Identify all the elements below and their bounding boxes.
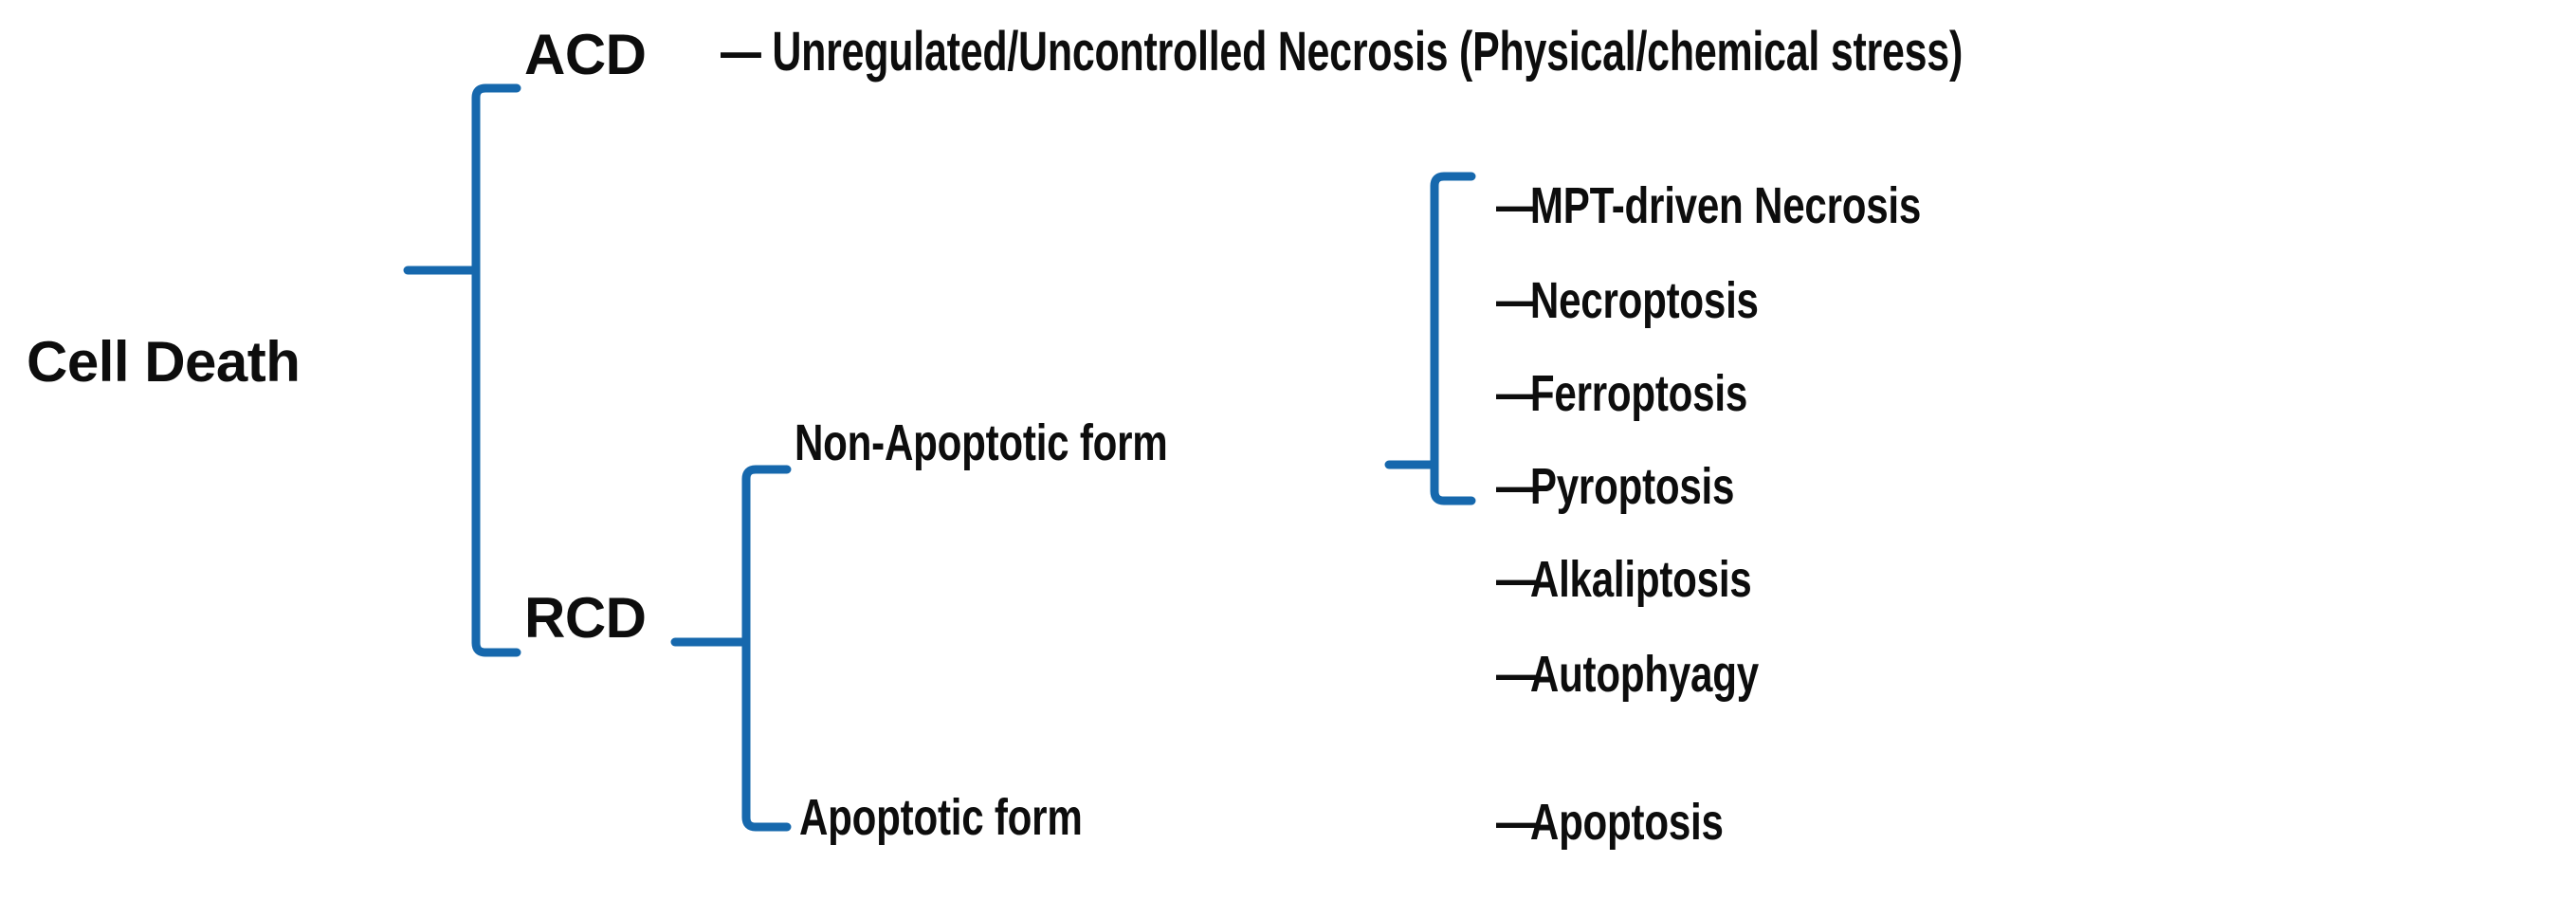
leaf-label: Ferroptosis xyxy=(1529,365,1748,422)
leaf-autophyagy[interactable]: —Autophyagy xyxy=(1496,649,1833,700)
leaf-apoptosis[interactable]: —Apoptosis xyxy=(1496,797,1787,848)
leaf-dash-icon: — xyxy=(1496,646,1536,703)
node-rcd[interactable]: RCD xyxy=(524,586,647,650)
leaf-alkaliptosis[interactable]: —Alkaliptosis xyxy=(1496,554,1824,605)
leaf-mpt-driven-necrosis[interactable]: —MPT-driven Necrosis xyxy=(1496,180,2040,231)
node-acd[interactable]: ACD xyxy=(524,23,647,86)
leaf-dash-icon: — xyxy=(1496,458,1536,515)
leaf-necroptosis[interactable]: —Necroptosis xyxy=(1496,275,1833,326)
node-apoptotic-form[interactable]: Apoptotic form xyxy=(799,792,1162,843)
leaf-dash-icon: — xyxy=(1496,794,1536,851)
leaf-dash-icon: — xyxy=(1496,177,1536,234)
acd-detail-text: — Unregulated/Uncontrolled Necrosis (Phy… xyxy=(721,21,1964,83)
connector-root-bracket xyxy=(471,83,521,657)
leaf-label: Apoptosis xyxy=(1529,794,1724,851)
leaf-label: Autophyagy xyxy=(1529,646,1759,703)
leaf-pyroptosis[interactable]: —Pyroptosis xyxy=(1496,461,1801,512)
leaf-label: Pyroptosis xyxy=(1529,458,1735,515)
leaf-label: Alkaliptosis xyxy=(1529,551,1752,608)
connector-nonapoptotic-bracket xyxy=(1430,172,1476,505)
leaf-label: MPT-driven Necrosis xyxy=(1529,177,1922,234)
node-acd-detail: — Unregulated/Uncontrolled Necrosis (Phy… xyxy=(721,25,2399,80)
connector-rcd-bracket xyxy=(741,465,792,832)
node-cell-death[interactable]: Cell Death xyxy=(27,330,301,394)
non-apoptotic-form-text: Non-Apoptotic form xyxy=(795,414,1168,471)
apoptotic-form-text: Apoptotic form xyxy=(799,789,1083,846)
leaf-label: Necroptosis xyxy=(1529,272,1759,329)
node-non-apoptotic-form[interactable]: Non-Apoptotic form xyxy=(795,417,1273,468)
leaf-dash-icon: — xyxy=(1496,365,1536,422)
leaf-ferroptosis[interactable]: —Ferroptosis xyxy=(1496,368,1818,419)
leaf-dash-icon: — xyxy=(1496,551,1536,608)
leaf-dash-icon: — xyxy=(1496,272,1536,329)
